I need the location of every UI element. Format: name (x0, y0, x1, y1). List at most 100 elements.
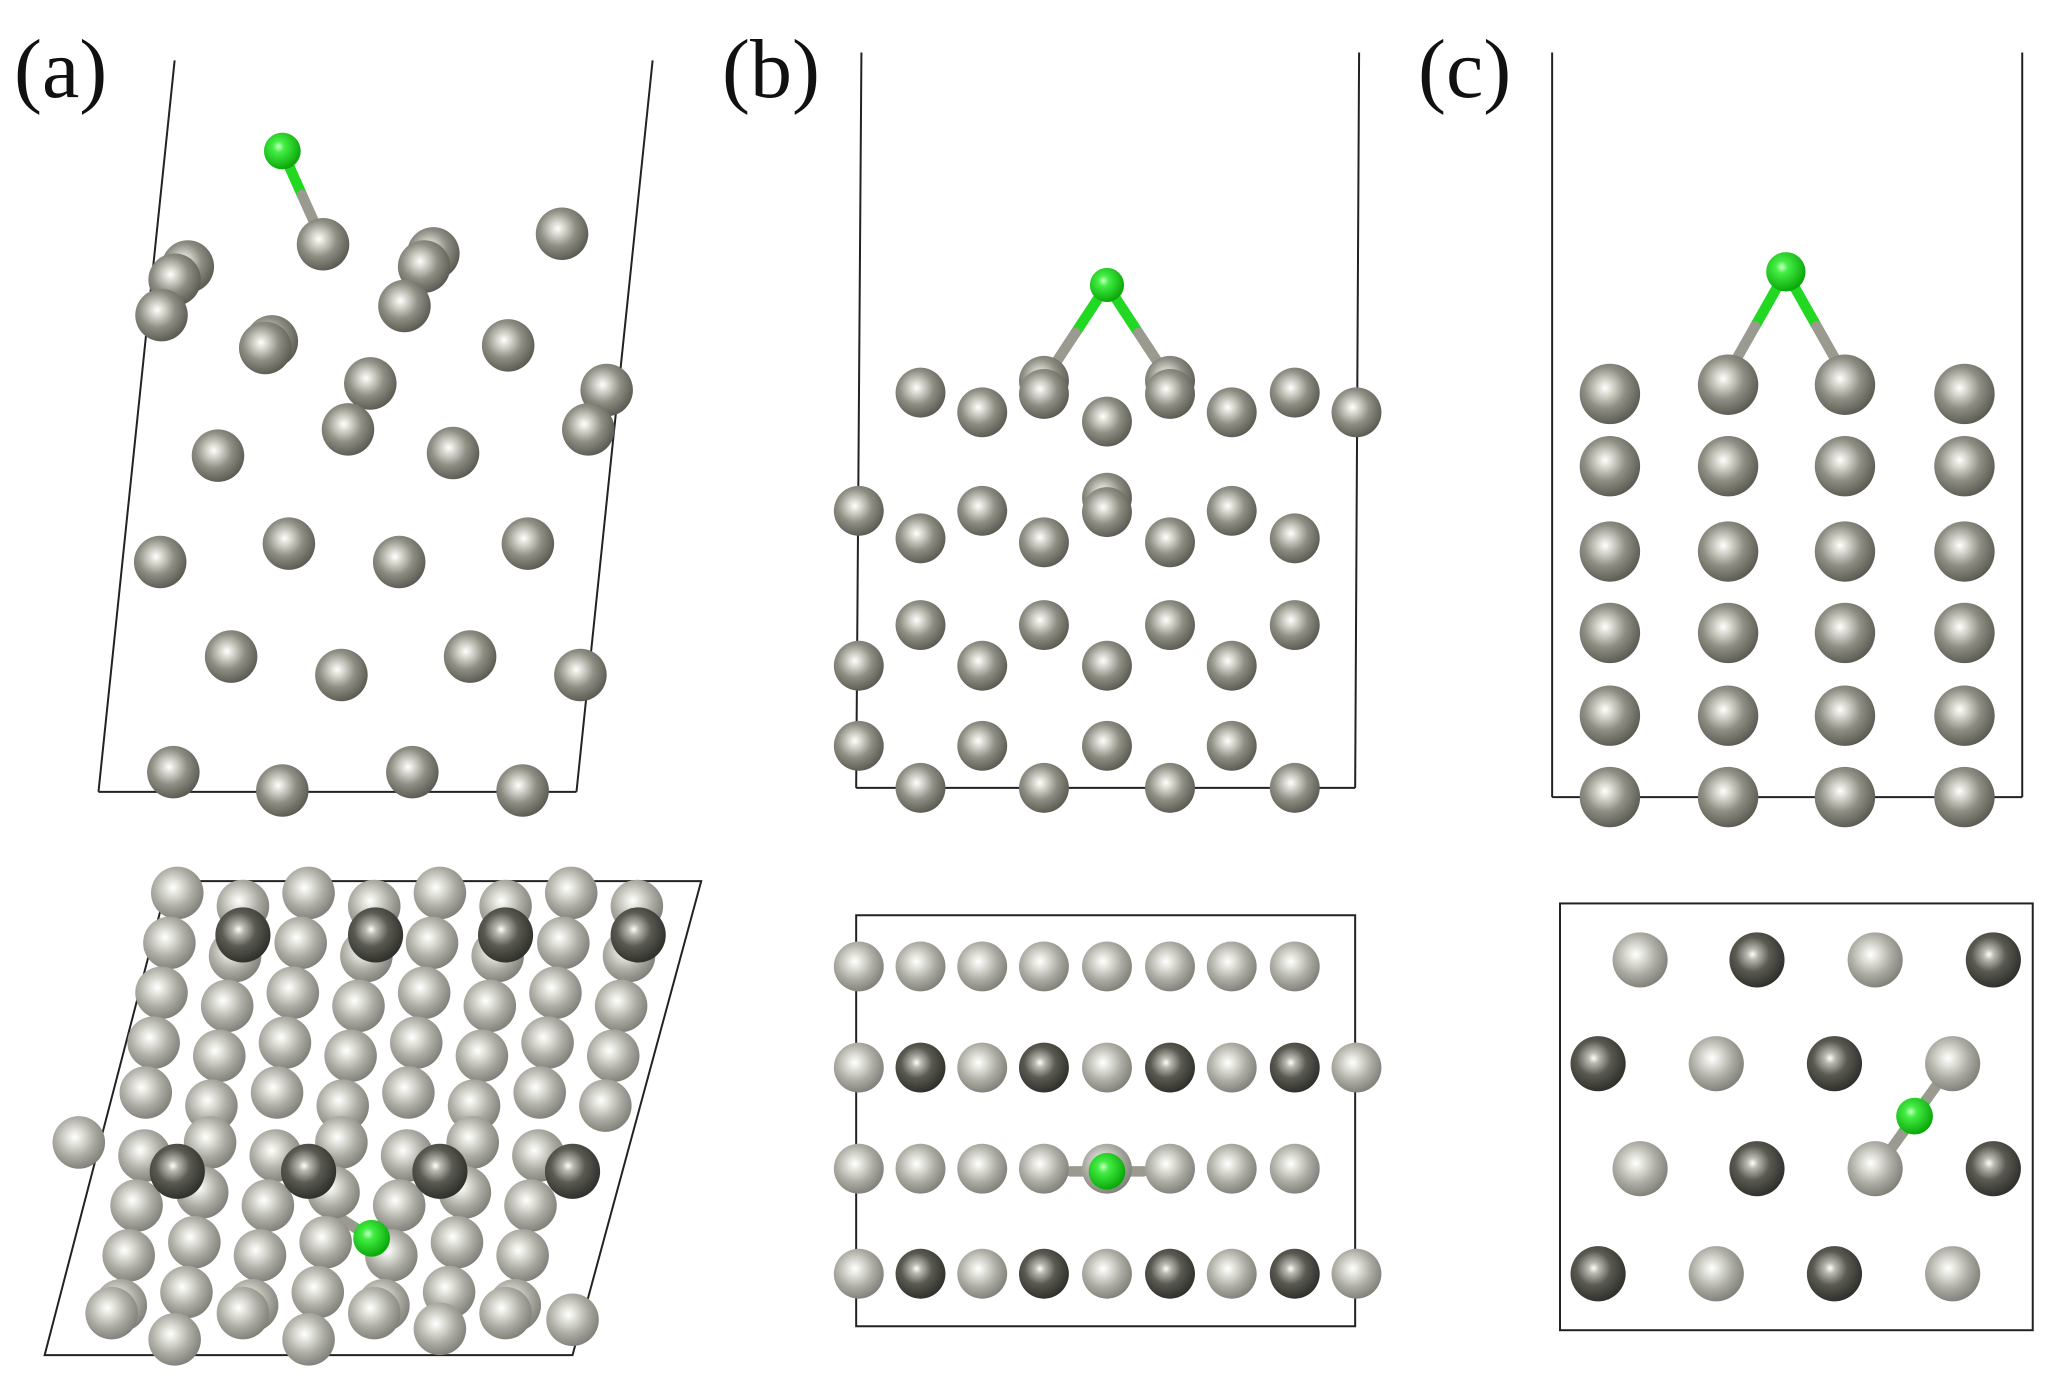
metal-atom (1697, 521, 1759, 582)
metal-atom (1018, 368, 1069, 419)
metal-atom (1082, 396, 1132, 447)
metal-atom (1018, 762, 1069, 813)
metal-atom (463, 979, 517, 1033)
metal-atom (1331, 387, 1382, 438)
metal-atom (957, 941, 1008, 992)
metal-atom (1688, 1246, 1744, 1302)
metal-atom (1082, 487, 1132, 538)
metal-atom (1145, 1248, 1195, 1299)
metal-atom (957, 1248, 1008, 1299)
metal-atom (1145, 600, 1195, 651)
metal-atom (895, 600, 946, 651)
metal-atom (1570, 1246, 1626, 1302)
metal-atom (127, 1016, 180, 1069)
metal-atom (529, 966, 582, 1019)
metal-atom (347, 907, 404, 963)
metal-atom (833, 1143, 884, 1194)
metal-atom (1814, 354, 1876, 415)
metal-atom (282, 866, 335, 920)
metal-atom (544, 866, 598, 920)
metal-atom (1018, 1248, 1069, 1299)
metal-atom (1206, 1143, 1257, 1194)
metal-atom (1269, 1143, 1320, 1194)
metal-atom (521, 1016, 574, 1069)
metal-atom (1579, 363, 1641, 425)
metal-atom (496, 1229, 549, 1282)
metal-atom (1925, 1246, 1981, 1302)
metal-atom (1612, 1141, 1668, 1197)
metal-atom (397, 966, 451, 1019)
metal-atom (110, 1179, 163, 1232)
metal-atom (833, 1248, 884, 1299)
metal-atom (895, 513, 946, 564)
metal-atom (1697, 354, 1759, 415)
metal-atom (1145, 762, 1195, 813)
metal-atom (241, 1179, 295, 1232)
metal-atom (544, 1143, 601, 1199)
metal-atom (1814, 766, 1876, 828)
adsorbate-atom (1766, 252, 1806, 292)
metal-atom (1145, 368, 1195, 419)
metal-atom (1965, 932, 2021, 988)
metal-atom (504, 1179, 557, 1232)
metal-atom (256, 764, 309, 817)
metal-atom (191, 429, 245, 482)
metal-atom (1082, 1248, 1132, 1299)
metal-atom (537, 916, 590, 970)
metal-atom (347, 1286, 401, 1340)
metal-atom (579, 1079, 632, 1132)
metal-atom (957, 720, 1008, 771)
panel-label-c: (c) (1418, 23, 1512, 116)
metal-atom (957, 1143, 1008, 1194)
metal-atom (52, 1116, 106, 1169)
metal-atom (378, 279, 431, 333)
metal-atom (296, 217, 350, 271)
adsorbate-atom (1089, 267, 1125, 303)
metal-atom (1806, 1246, 1863, 1302)
metal-atom (957, 640, 1008, 691)
metal-atom (316, 1079, 369, 1132)
metal-atom (895, 762, 946, 813)
adsorbate-atom (353, 1219, 391, 1257)
adsorbate-atom (263, 132, 301, 170)
metal-atom (1269, 600, 1320, 651)
metal-atom (412, 1143, 468, 1199)
metal-atom (1579, 435, 1641, 497)
metal-atom (216, 1286, 270, 1340)
metal-atom (102, 1229, 155, 1282)
metal-atom (1729, 932, 1785, 988)
metal-atom (1018, 1143, 1069, 1194)
metal-atom (332, 979, 385, 1033)
metal-atom (1145, 1042, 1195, 1093)
metal-atom (386, 745, 439, 799)
metal-atom (143, 916, 196, 970)
metal-atom (481, 319, 535, 372)
metal-atom (586, 1029, 640, 1083)
metal-atom (1269, 1042, 1320, 1093)
metal-atom (266, 966, 320, 1019)
metal-atom (447, 1079, 501, 1132)
metal-atom (1269, 367, 1320, 418)
metal-atom (1847, 932, 1903, 988)
metal-atom (1814, 685, 1876, 746)
metal-atom (1612, 932, 1668, 988)
metal-atom (1082, 640, 1132, 691)
metal-atom (1965, 1141, 2021, 1197)
metal-atom (477, 907, 534, 963)
metal-atom (215, 907, 271, 963)
metal-atom (1269, 1248, 1320, 1299)
metal-atom (344, 357, 397, 410)
atoms-layer (52, 132, 2021, 1366)
metal-atom (1206, 1042, 1257, 1093)
metal-atom (372, 1179, 426, 1232)
metal-atom (1269, 513, 1320, 564)
metal-atom (413, 866, 467, 920)
metal-atom (1269, 762, 1320, 813)
metal-atom (833, 720, 884, 771)
metal-atom (895, 1143, 946, 1194)
metal-atom (413, 1302, 467, 1356)
metal-atom (1697, 602, 1759, 664)
metal-atom (1688, 1036, 1744, 1092)
metal-atom (149, 1143, 205, 1199)
